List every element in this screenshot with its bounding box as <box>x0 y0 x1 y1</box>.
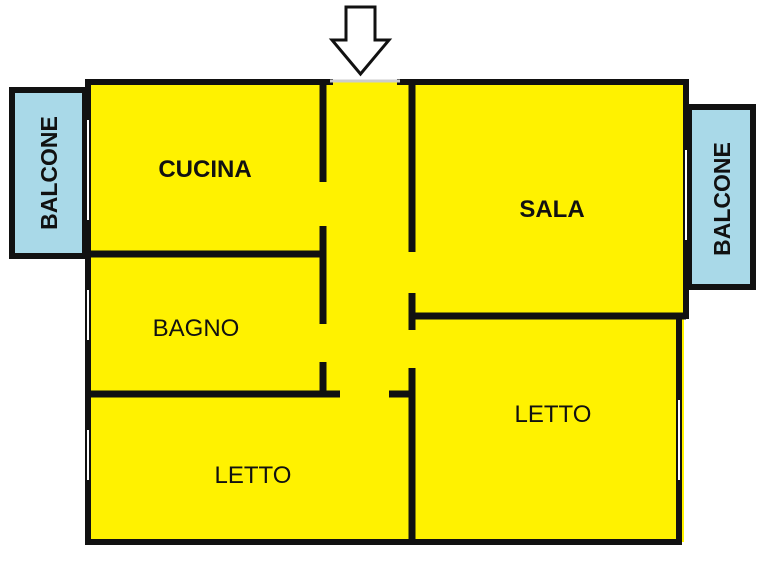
down-arrow-icon <box>328 5 393 77</box>
room-label-cucina: CUCINA <box>158 156 251 183</box>
balcony-right-area <box>686 104 756 290</box>
balcony-left <box>9 87 88 259</box>
balcony-left-area <box>9 87 88 259</box>
room-label-bagno: BAGNO <box>153 315 240 342</box>
window-marks <box>87 120 687 480</box>
room-label-letto-right: LETTO <box>515 401 592 428</box>
apartment-floor <box>88 82 684 542</box>
balcony-left-label: BALCONE <box>36 116 62 230</box>
balcony-right <box>686 104 756 290</box>
balcony-right-label: BALCONE <box>709 142 735 256</box>
interior-walls <box>88 82 686 542</box>
room-label-sala: SALA <box>519 196 584 223</box>
room-label-letto-bottom: LETTO <box>215 462 292 489</box>
